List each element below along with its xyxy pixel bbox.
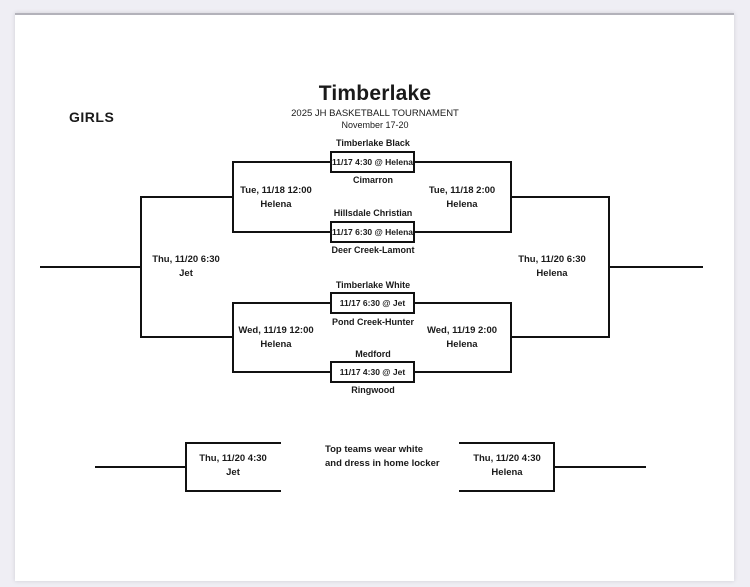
date-range-label: November 17-20 — [341, 120, 409, 130]
game2-top-team: Hillsdale Christian — [333, 208, 413, 218]
note-line: and dress in home locker — [325, 458, 440, 469]
game-location: Helena — [446, 339, 478, 350]
bracket-line — [185, 442, 187, 492]
game-datetime: Thu, 11/20 6:30 — [152, 254, 220, 265]
bracket-line — [553, 442, 555, 492]
final-left-label: Thu, 11/20 6:30 Jet — [126, 253, 246, 281]
bracket-line — [415, 302, 512, 304]
bracket-line — [510, 336, 610, 338]
bracket-line — [459, 490, 555, 492]
semifinal-left-bottom-label: Wed, 11/19 12:00 Helena — [216, 324, 336, 352]
third-place-left-label: Thu, 11/20 4:30 Jet — [173, 452, 293, 480]
game-datetime: Tue, 11/18 12:00 — [240, 185, 312, 196]
bracket-line — [140, 196, 234, 198]
game1-bottom-team: Cimarron — [352, 175, 393, 185]
game-location: Helena — [491, 467, 523, 478]
semifinal-left-top-label: Tue, 11/18 12:00 Helena — [216, 184, 336, 212]
third-place-right-label: Thu, 11/20 4:30 Helena — [447, 452, 567, 480]
bracket-line — [555, 466, 646, 468]
game-datetime: Wed, 11/19 12:00 — [238, 325, 314, 336]
page-title: Timberlake — [318, 82, 432, 105]
bracket-line — [232, 231, 332, 233]
bracket-line — [232, 302, 332, 304]
game3-bottom-team: Pond Creek-Hunter — [331, 317, 414, 327]
game-location: Helena — [260, 339, 292, 350]
game1-info-box: 11/17 4:30 @ Helena — [330, 151, 415, 173]
bracket-line — [232, 161, 332, 163]
bracket-line — [415, 371, 512, 373]
bracket-line — [232, 371, 332, 373]
semifinal-right-bottom-label: Wed, 11/19 2:00 Helena — [402, 324, 522, 352]
game1-top-team: Timberlake Black — [336, 138, 410, 148]
note-line: Top teams wear white — [325, 444, 424, 455]
game-location: Helena — [446, 199, 478, 210]
bracket-line — [40, 266, 142, 268]
game2-bottom-team: Deer Creek-Lamont — [331, 245, 415, 255]
game3-top-team: Timberlake White — [335, 280, 411, 290]
game-datetime: Thu, 11/20 4:30 — [473, 453, 541, 464]
bracket-line — [95, 466, 187, 468]
dress-code-note: Top teams wear white and dress in home l… — [325, 443, 495, 471]
game-datetime: Tue, 11/18 2:00 — [428, 185, 496, 196]
game-location: Jet — [226, 467, 240, 478]
game4-info-box: 11/17 4:30 @ Jet — [330, 361, 415, 383]
bracket-line — [185, 490, 281, 492]
bracket-line — [185, 442, 281, 444]
bracket-line — [459, 442, 555, 444]
game3-info-box: 11/17 6:30 @ Jet — [330, 292, 415, 314]
game-location: Jet — [179, 268, 193, 279]
game4-top-team: Medford — [355, 349, 391, 359]
game-location: Helena — [536, 268, 568, 279]
semifinal-right-top-label: Tue, 11/18 2:00 Helena — [402, 184, 522, 212]
page-subtitle: 2025 JH BASKETBALL TOURNAMENT — [291, 108, 459, 119]
bracket-line — [510, 196, 610, 198]
bracket-line — [415, 161, 512, 163]
game-location: Helena — [260, 199, 292, 210]
game2-info-box: 11/17 6:30 @ Helena — [330, 221, 415, 243]
bracket-line — [608, 266, 703, 268]
division-label: GIRLS — [69, 109, 115, 125]
game-datetime: Thu, 11/20 4:30 — [199, 453, 267, 464]
bracket-line — [140, 336, 234, 338]
final-right-label: Thu, 11/20 6:30 Helena — [492, 253, 612, 281]
game-datetime: Thu, 11/20 6:30 — [518, 254, 586, 265]
bracket-line — [415, 231, 512, 233]
game-datetime: Wed, 11/19 2:00 — [426, 325, 498, 336]
game4-bottom-team: Ringwood — [351, 385, 395, 395]
